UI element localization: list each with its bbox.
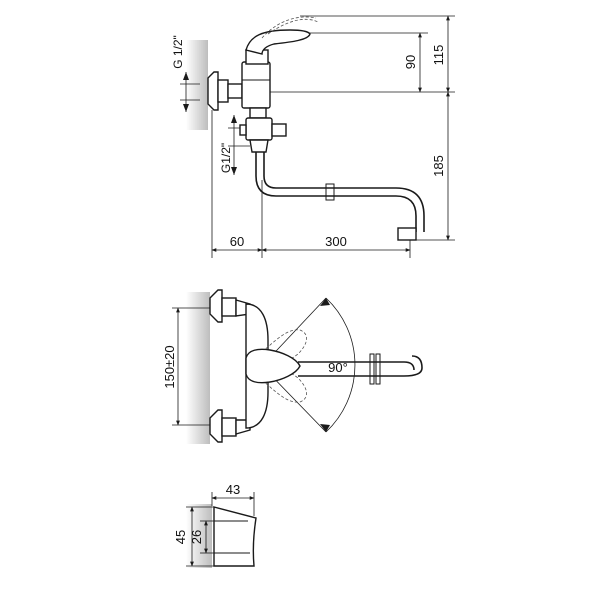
wall-connector-side xyxy=(207,71,243,111)
dim-label-spout-drop: 185 xyxy=(431,155,446,177)
thread-label-top: G 1/2" xyxy=(171,35,185,69)
arrow-thread-bottom-b xyxy=(231,167,237,175)
wall-shade-top xyxy=(186,292,210,444)
arrow-thread-bottom-a xyxy=(231,115,237,123)
mixer-body-side xyxy=(241,49,271,109)
dim-label-escutcheon-width: 43 xyxy=(226,482,240,497)
dim-label-escutcheon-inner-height: 26 xyxy=(189,530,204,544)
handle-ghost-lower xyxy=(261,365,307,403)
rotation-arc xyxy=(325,297,356,433)
lever-handle-side xyxy=(245,16,319,55)
dim-label-total-height: 115 xyxy=(431,45,446,66)
lower-connector-top xyxy=(209,409,251,443)
arrow-thread-top-a xyxy=(183,72,189,80)
side-view: 90 115 185 60 300 G 1/2" G1/2" xyxy=(171,15,455,258)
top-view: 150±20 90° xyxy=(162,289,423,444)
dim-label-escutcheon-outer-height: 45 xyxy=(173,530,188,544)
wall-shade-side xyxy=(186,40,208,130)
arrow-rotation-b xyxy=(320,424,330,432)
thread-label-bottom: G1/2" xyxy=(219,143,233,173)
spout-top xyxy=(298,353,423,385)
dim-label-spout-reach: 300 xyxy=(325,234,347,249)
rotation-angle-label: 90° xyxy=(328,360,348,375)
upper-connector-top xyxy=(209,289,251,323)
escutcheon-profile xyxy=(213,506,257,567)
arrow-thread-top-b xyxy=(183,104,189,112)
escutcheon-view: 43 45 26 xyxy=(173,482,257,568)
spout-tube-side xyxy=(255,152,425,241)
arrow-rotation-a xyxy=(320,298,330,306)
dim-label-handle-height: 90 xyxy=(403,55,418,69)
handle-ghost-upper xyxy=(261,329,307,367)
dim-label-connection-spacing: 150±20 xyxy=(162,345,177,388)
spout-connector-side xyxy=(239,107,287,153)
dim-label-wall-offset: 60 xyxy=(230,234,244,249)
lever-handle-top xyxy=(245,348,301,384)
